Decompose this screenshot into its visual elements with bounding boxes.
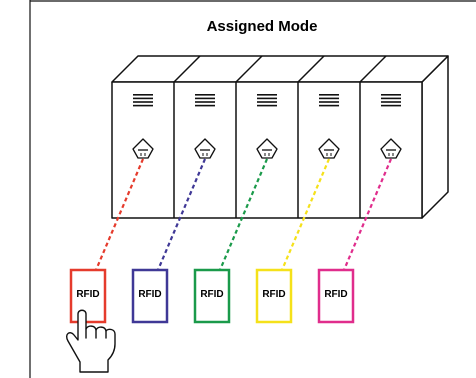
locker-bank-side [421,55,449,219]
locker-vent [381,94,401,107]
locker-top-divider [359,55,387,83]
lock-icon [380,138,402,159]
rfid-card-label: RFID [76,289,99,300]
lock-icon [194,138,216,159]
locker-bank-top [111,55,449,83]
locker-3 [235,55,278,218]
rfid-card: RFID [317,268,355,324]
locker-top-divider [173,55,201,83]
hand-pointer-icon [65,309,116,373]
rfid-card-frame [317,268,355,324]
rfid-card-label: RFID [324,289,347,300]
locker-4 [297,55,340,218]
locker-card-link [280,158,331,271]
rfid-card: RFID [193,268,231,324]
locker-bank [111,55,449,219]
rfid-card-label: RFID [262,289,285,300]
lock-icon [318,138,340,159]
locker-top-divider [235,55,263,83]
diagram-title: Assigned Mode [207,18,318,35]
locker-1 [132,94,154,159]
rfid-card-frame [255,268,293,324]
locker-card-link [94,158,145,271]
lock-icon [132,138,154,159]
locker-card-link [342,158,393,271]
locker-card-link [218,158,269,271]
rfid-card-label: RFID [138,289,161,300]
rfid-card: RFID [255,268,293,324]
locker-2 [173,55,216,218]
rfid-card-frame [131,268,169,324]
lock-icon [256,138,278,159]
rfid-card-frame [69,268,107,324]
locker-vent [133,94,153,107]
locker-vent [319,94,339,107]
locker-vent [195,94,215,107]
locker-card-link [156,158,207,271]
locker-5 [359,55,402,218]
rfid-card-frame [193,268,231,324]
rfid-card: RFID [69,268,107,324]
rfid-card-label: RFID [200,289,223,300]
locker-top-divider [297,55,325,83]
locker-vent [257,94,277,107]
rfid-card: RFID [131,268,169,324]
